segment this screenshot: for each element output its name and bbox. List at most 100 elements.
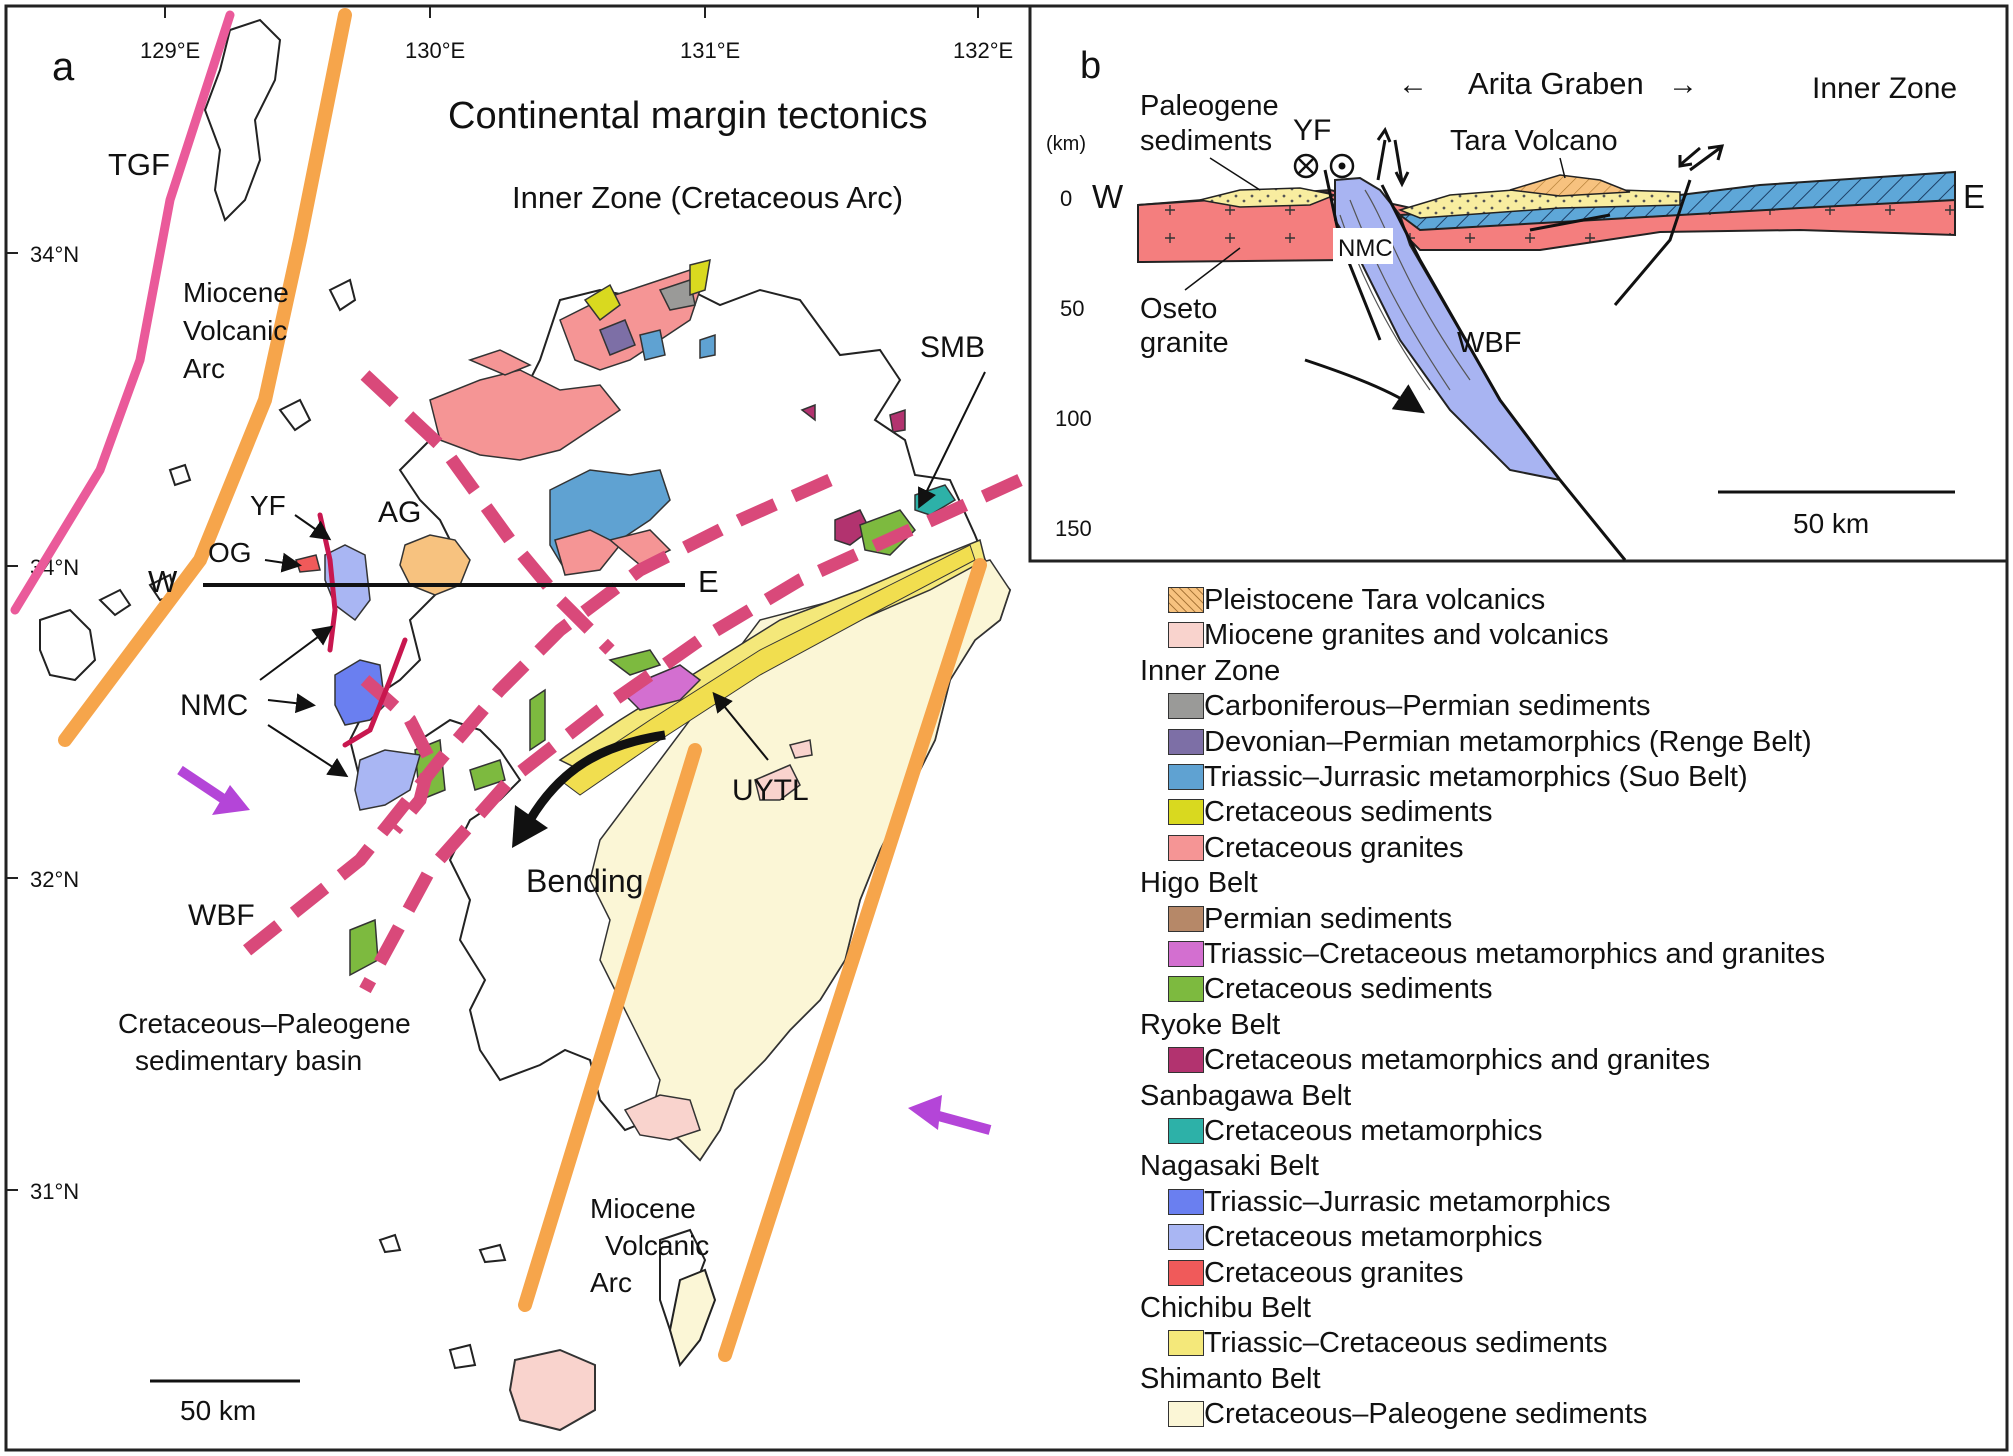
tara-leader [1559, 157, 1566, 179]
inner-granite-2 [467, 349, 532, 376]
legend-item: Cretaceous sediments [1168, 795, 1493, 829]
scale-bar-b-label: 50 km [1793, 508, 1869, 539]
legend-item: Triassic–Cretaceous metamorphics and gra… [1168, 937, 1825, 971]
legend-heading: Shimanto Belt [1140, 1362, 1321, 1395]
graben-sediments [1397, 187, 1681, 219]
label-wbf: WBF [188, 899, 255, 932]
panel-a-title: Continental margin tectonics [448, 95, 927, 137]
legend-item: Cretaceous metamorphics [1168, 1220, 1542, 1254]
label-uytl: UYTL [732, 774, 809, 807]
legend-item: Cretaceous–Paleogene sediments [1168, 1397, 1647, 1431]
panel-b: b ← Arita Graben → Inner Zone (km) 0 50 … [1046, 45, 1985, 561]
og-granite [295, 554, 321, 573]
pointer-arrows [259, 371, 986, 778]
miocene-granite-3 [508, 1348, 596, 1432]
lat-tick-34-upper: 34°N [30, 242, 79, 267]
lon-tick-130: 130°E [405, 38, 465, 63]
legend-label: Cretaceous granites [1204, 831, 1464, 864]
label-oseto-1: Oseto [1140, 293, 1217, 325]
subduction-arrow [1304, 358, 1425, 414]
legend-item: Cretaceous sediments [1168, 972, 1493, 1006]
label-paleogene-2: sediments [1140, 125, 1272, 157]
legend-swatch [1168, 1047, 1204, 1074]
legend-swatch [1168, 693, 1204, 720]
label-miocene-arc-1: Miocene [183, 277, 289, 308]
label-og: OG [208, 537, 252, 568]
legend-label: Pleistocene Tara volcanics [1204, 584, 1546, 616]
legend-swatch [1168, 587, 1204, 613]
legend-item: Devonian–Permian metamorphics (Renge Bel… [1168, 725, 1812, 759]
label-yf-b: YF [1293, 114, 1331, 147]
compression-arrow-east [908, 1095, 992, 1135]
legend-swatch [1168, 622, 1204, 649]
label-tara-volcano: Tara Volcano [1450, 125, 1618, 157]
nmc-label-bg [1333, 228, 1393, 264]
legend-label: Cretaceous metamorphics [1204, 1115, 1543, 1147]
higo-green-2 [608, 649, 662, 676]
legend-heading: Inner Zone [1140, 654, 1281, 687]
label-paleogene-1: Paleogene [1140, 90, 1279, 122]
panel-a-subtitle: Inner Zone (Cretaceous Arc) [512, 180, 903, 215]
legend-item: Cretaceous granites [1168, 831, 1464, 865]
label-ag: AG [378, 496, 421, 529]
label-miocene-arc-south-2: Volcanic [605, 1230, 709, 1261]
legend-label: Cretaceous granites [1204, 1256, 1464, 1289]
higo-green-5 [469, 759, 506, 791]
inner-suo-1 [639, 329, 666, 361]
lon-ticks [6, 6, 979, 1191]
legend-label: Triassic–Jurrasic metamorphics [1204, 1185, 1611, 1218]
ryoke-patch-2 [889, 408, 906, 433]
nmc-metamorphics-3 [354, 749, 421, 811]
legend-label: Devonian–Permian metamorphics (Renge Bel… [1204, 725, 1812, 758]
label-tgf: TGF [108, 147, 170, 182]
legend-swatch [1168, 941, 1204, 967]
header-title: Arita Graben [1468, 66, 1644, 101]
miocene-arc-lines [58, 8, 987, 1362]
lat-tick-32: 32°N [30, 867, 79, 892]
shear-arrows [1376, 126, 1725, 188]
legend-label: Carboniferous–Permian sediments [1204, 690, 1651, 723]
legend-item: Permian sediments [1168, 902, 1452, 936]
legend-swatch [1168, 834, 1204, 861]
legend-item: Pleistocene Tara volcanics [1168, 583, 1545, 617]
label-e-b: E [1963, 178, 1985, 215]
legend-item: Triassic–Cretaceous sediments [1168, 1326, 1607, 1360]
ryoke-patch-1 [834, 509, 871, 546]
higo-green-6 [349, 918, 379, 977]
figure-frame [4, 4, 2009, 1452]
panel-b-label: b [1080, 45, 1101, 87]
header-left-arrow: ← [1398, 68, 1428, 101]
label-miocene-arc-south-3: Arc [590, 1267, 632, 1298]
legend-swatch [1168, 1188, 1204, 1215]
label-miocene-arc-2: Volcanic [183, 315, 287, 346]
legend-swatch [1168, 764, 1204, 790]
legend-item: Cretaceous metamorphics [1168, 1114, 1542, 1148]
legend-label: Miocene granites and volcanics [1204, 619, 1609, 652]
legend-label: Cretaceous sediments [1204, 973, 1493, 1006]
lat-tick-31: 31°N [30, 1179, 79, 1204]
label-nmc: NMC [180, 689, 248, 722]
miocene-granite-4 [788, 739, 813, 759]
lon-tick-132: 132°E [953, 38, 1013, 63]
tara-volcano [1509, 174, 1631, 197]
depth-unit: (km) [1046, 133, 1086, 155]
legend-item: Triassic–Jurrasic metamorphics [1168, 1185, 1611, 1219]
legend-item: Miocene granites and volcanics [1168, 618, 1609, 652]
island-south-miocene [668, 1268, 717, 1368]
inner-suo-2 [699, 333, 716, 359]
miocene-granite-1 [754, 764, 801, 801]
legend-heading: Higo Belt [1140, 867, 1258, 900]
legend-item: Cretaceous granites [1168, 1256, 1464, 1290]
label-miocene-arc-3: Arc [183, 353, 225, 384]
scale-bar-a-label: 50 km [180, 1395, 256, 1426]
legend-swatch [1168, 1259, 1204, 1286]
dashed-faults [230, 370, 1023, 994]
compression-arrow-west [177, 765, 250, 815]
label-basin-1: Cretaceous–Paleogene [118, 1008, 411, 1039]
lon-tick-129: 129°E [140, 38, 200, 63]
legend-swatch [1168, 1224, 1204, 1251]
legend-heading: Nagasaki Belt [1140, 1150, 1319, 1183]
label-yf: YF [250, 490, 286, 521]
